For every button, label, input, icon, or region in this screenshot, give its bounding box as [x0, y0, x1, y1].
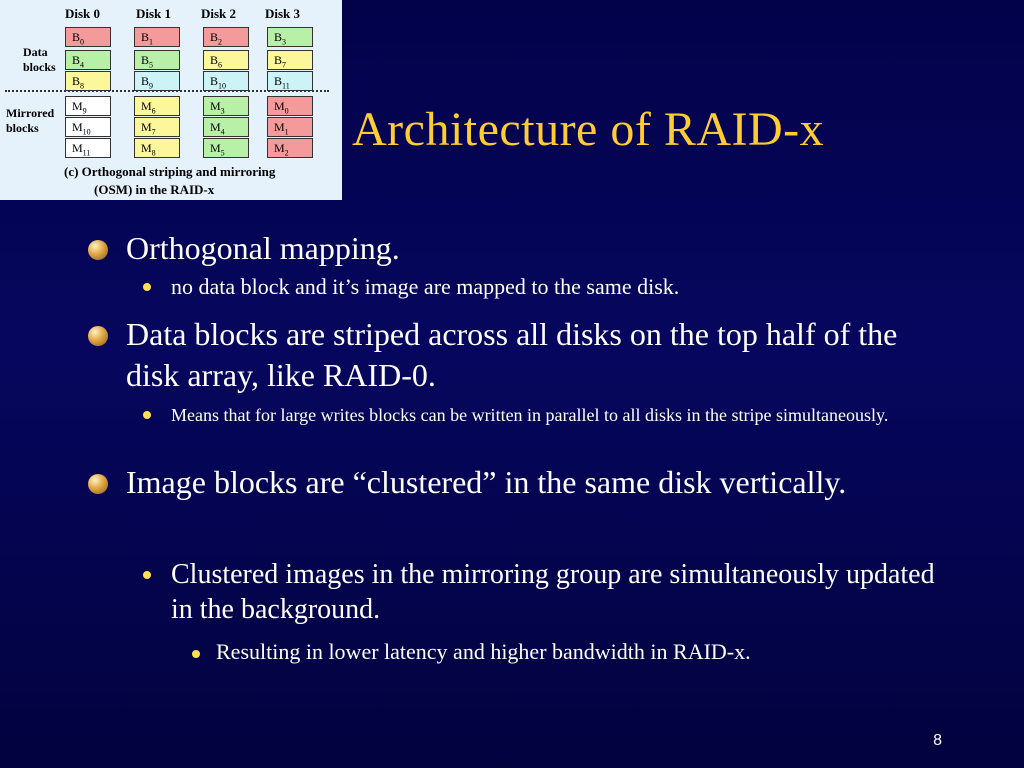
bullet-data-striped: Data blocks are striped across all disks… — [88, 314, 946, 396]
bullet-text: Clustered images in the mirroring group … — [171, 559, 935, 625]
raid-osm-diagram: Disk 0 Disk 1 Disk 2 Disk 3 Data blocks … — [0, 0, 342, 200]
bullet-dot-icon — [143, 283, 151, 291]
block-m9: M9 — [65, 96, 111, 116]
block-m2: M2 — [267, 138, 313, 158]
bullet-text: Resulting in lower latency and higher ba… — [216, 639, 751, 664]
block-m6: M6 — [134, 96, 180, 116]
mirror-label-line2: blocks — [6, 121, 39, 135]
bullet-dot-icon — [192, 650, 200, 658]
block-b1: B1 — [134, 27, 180, 47]
data-label-line2: blocks — [23, 60, 56, 74]
bullet-text: no data block and it’s image are mapped … — [171, 274, 680, 299]
block-m3: M3 — [203, 96, 249, 116]
block-b4: B4 — [65, 50, 111, 70]
block-b3: B3 — [267, 27, 313, 47]
block-b2: B2 — [203, 27, 249, 47]
block-b7: B7 — [267, 50, 313, 70]
bullet-text: Data blocks are striped across all disks… — [126, 316, 898, 393]
bullet-icon — [88, 240, 108, 260]
block-m8: M8 — [134, 138, 180, 158]
page-number: 8 — [933, 732, 942, 749]
stripe-divider — [5, 90, 329, 92]
block-m7: M7 — [134, 117, 180, 137]
subsubbullet-lower-latency: Resulting in lower latency and higher ba… — [192, 638, 976, 666]
subbullet-no-same-disk: no data block and it’s image are mapped … — [143, 274, 941, 300]
bullet-icon — [88, 326, 108, 346]
block-m0: M0 — [267, 96, 313, 116]
block-b6: B6 — [203, 50, 249, 70]
block-m1: M1 — [267, 117, 313, 137]
bullet-orthogonal: Orthogonal mapping. — [88, 228, 946, 269]
slide-title: Architecture of RAID-x — [352, 103, 825, 156]
block-m4: M4 — [203, 117, 249, 137]
bullet-text: Orthogonal mapping. — [126, 230, 400, 266]
block-m11: M11 — [65, 138, 111, 158]
data-blocks-label: Data blocks — [23, 45, 56, 75]
block-b5: B5 — [134, 50, 180, 70]
subbullet-large-writes: Means that for large writes blocks can b… — [143, 403, 941, 427]
disk-2-header: Disk 2 — [201, 6, 237, 21]
mirror-label-line1: Mirrored — [6, 106, 55, 120]
bullet-text: Means that for large writes blocks can b… — [171, 405, 889, 425]
disk-1-header: Disk 1 — [136, 6, 172, 21]
block-m10: M10 — [65, 117, 111, 137]
bullet-dot-icon — [143, 571, 151, 579]
bullet-image-clustered: Image blocks are “clustered” in the same… — [88, 462, 946, 503]
mirrored-blocks-label: Mirrored blocks — [6, 106, 54, 136]
block-m5: M5 — [203, 138, 249, 158]
caption-line2: (OSM) in the RAID-x — [94, 182, 215, 197]
data-label-line1: Data — [23, 45, 48, 59]
disk-0-header: Disk 0 — [65, 6, 101, 21]
block-b0: B0 — [65, 27, 111, 47]
bullet-icon — [88, 474, 108, 494]
bullet-dot-icon — [143, 411, 151, 419]
diagram-caption: (c) Orthogonal striping and mirroring (O… — [64, 163, 340, 199]
disk-3-header: Disk 3 — [265, 6, 301, 21]
caption-line1: (c) Orthogonal striping and mirroring — [64, 164, 276, 179]
bullet-text: Image blocks are “clustered” in the same… — [126, 464, 847, 500]
subbullet-clustered-images: Clustered images in the mirroring group … — [143, 557, 941, 627]
